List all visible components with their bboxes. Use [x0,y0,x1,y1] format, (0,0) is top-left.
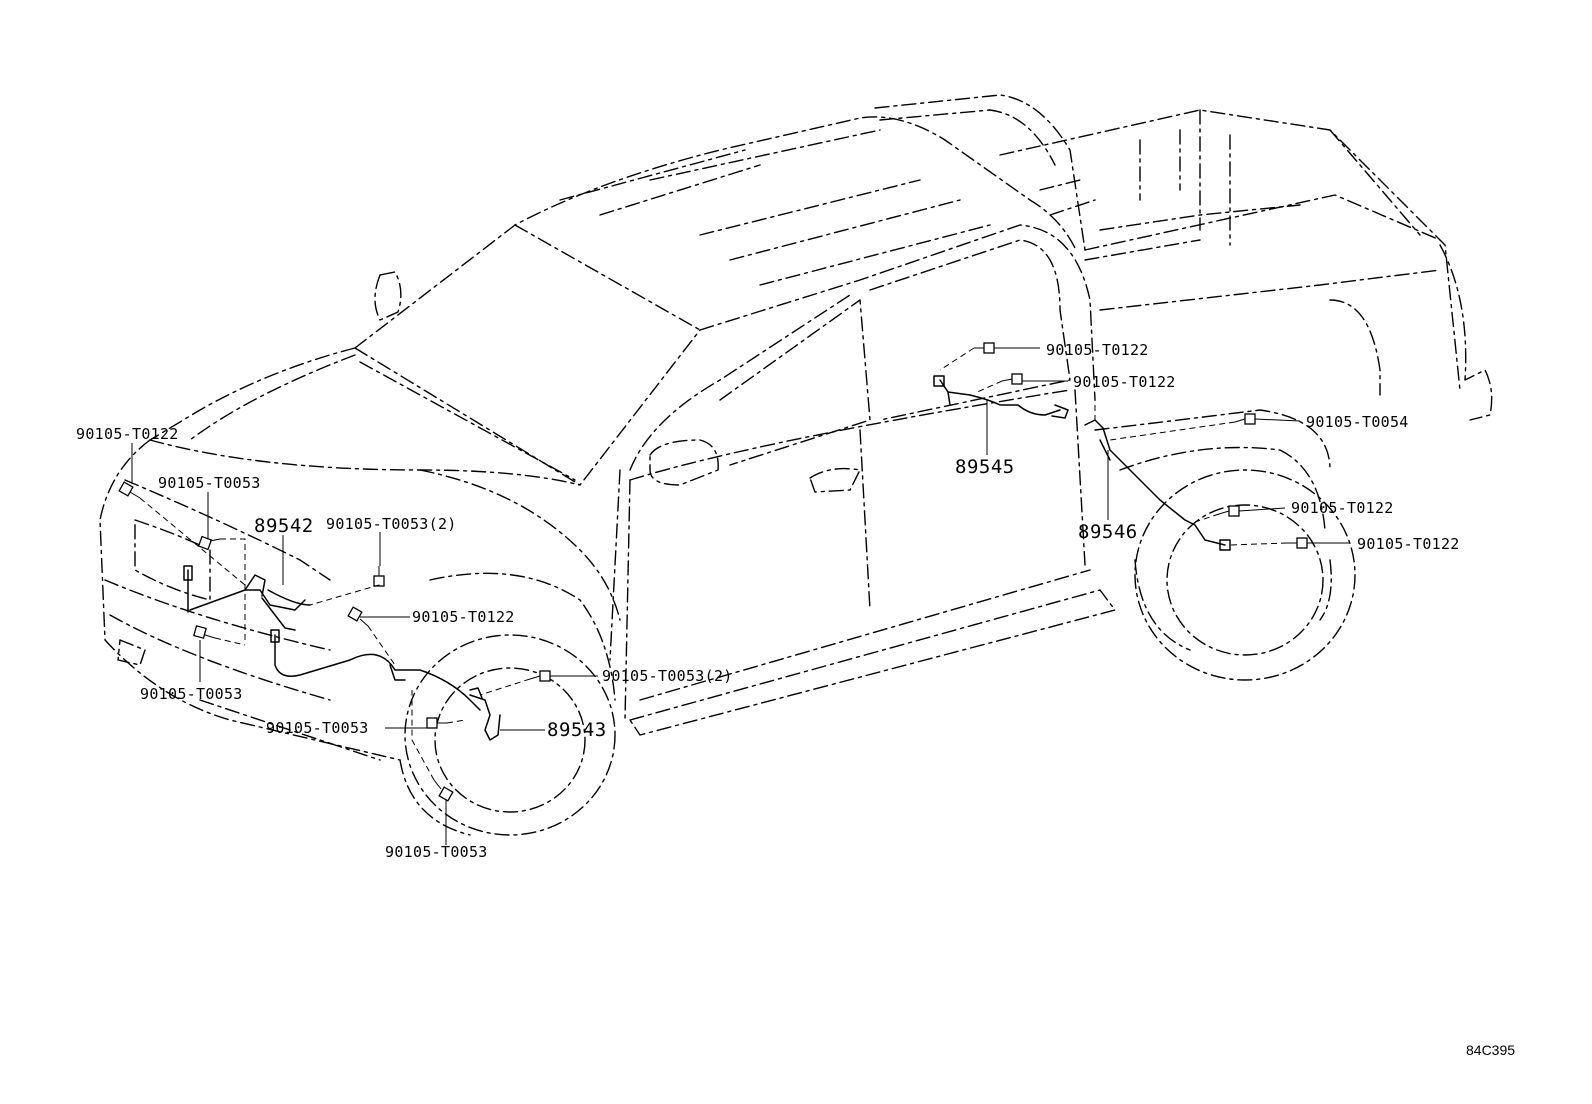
part-label: 90105-T0122 [412,608,515,626]
install-lines [139,347,1288,781]
part-label: 90105-T0053(2) [602,667,733,685]
part-label: 90105-T0053(2) [326,515,457,533]
part-label: 90105-T0122 [1291,499,1394,517]
sensor-part-number: 89546 [1078,521,1138,543]
part-label: 90105-T0053 [266,719,369,737]
part-label: 90105-T0122 [1073,373,1176,391]
figure-reference: 84C395 [1466,1042,1516,1058]
front-right-sensor-harness [183,565,311,631]
bolt-icon [118,481,141,499]
bolt-icon [1287,537,1308,549]
bolt-icon [197,535,221,551]
bolt-icon [1001,373,1023,385]
bolt-icon [433,779,454,802]
part-label: 90105-T0054 [1306,413,1409,431]
part-label: 90105-T0053 [385,843,488,861]
bolt-icon [373,566,385,587]
bolt-icon [1234,413,1256,425]
bolt-icon [426,717,447,729]
truck-body-outline [99,94,1493,836]
sensor-part-number: 89542 [254,515,314,537]
part-label: 90105-T0122 [76,425,179,443]
sensor-part-number: 89545 [955,456,1015,478]
bolt-icon [193,625,216,639]
rear-right-sensor-harness [933,375,1069,419]
part-label: 90105-T0053 [140,685,243,703]
front-left-sensor-harness [270,629,501,741]
bolt-icon [347,606,369,627]
bolt-icon [974,342,995,354]
leader-lines [131,347,1350,845]
bolts [118,342,1308,802]
part-label: 90105-T0053 [158,474,261,492]
bolt-icon [529,670,551,682]
part-label: 90105-T0122 [1046,341,1149,359]
sensor-part-number: 89543 [547,719,607,741]
part-label: 90105-T0122 [1357,535,1460,553]
bolt-icon [1218,505,1240,517]
